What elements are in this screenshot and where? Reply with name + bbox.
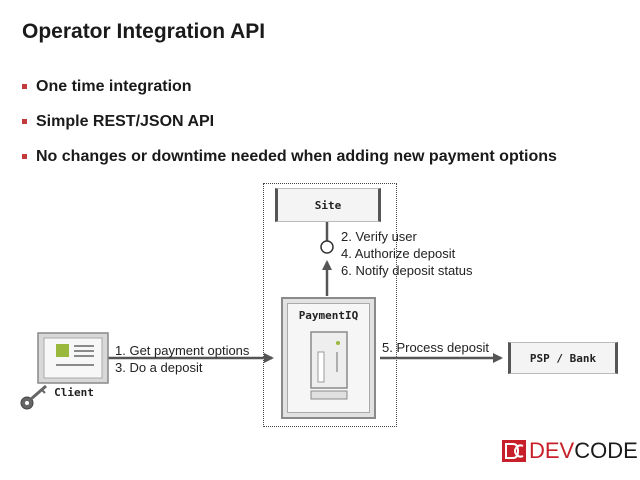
client-label: Client	[54, 386, 94, 399]
bullet-square-icon	[22, 154, 27, 159]
bullet-square-icon	[22, 119, 27, 124]
key-icon	[20, 384, 47, 410]
site-step: 2. Verify user	[341, 229, 417, 244]
feature-text: No changes or downtime needed when addin…	[36, 148, 557, 165]
logo-prefix: DEV	[529, 438, 575, 463]
feature-text: Simple REST/JSON API	[36, 113, 215, 130]
feature-list: One time integration Simple REST/JSON AP…	[22, 78, 557, 183]
devcode-logo: DEVCODE	[502, 438, 638, 464]
psp-label: PSP / Bank	[529, 351, 597, 365]
client-step: 3. Do a deposit	[115, 360, 203, 375]
client-device-icon	[37, 332, 109, 384]
operator-boundary	[263, 183, 397, 427]
site-step: 6. Notify deposit status	[341, 263, 473, 278]
feature-item: One time integration	[22, 78, 557, 96]
psp-step: 5. Process deposit	[382, 340, 489, 355]
paymentiq-label: PaymentIQ	[298, 309, 359, 322]
page-title: Operator Integration API	[22, 20, 266, 43]
interface-circle-icon	[320, 240, 334, 254]
feature-item: No changes or downtime needed when addin…	[22, 148, 557, 166]
feature-item: Simple REST/JSON API	[22, 113, 557, 131]
psp-bank-box: PSP / Bank	[508, 342, 618, 374]
client-step: 1. Get payment options	[115, 343, 250, 358]
feature-text: One time integration	[36, 78, 192, 95]
bullet-square-icon	[22, 84, 27, 89]
dc-logo-icon	[502, 440, 526, 462]
site-step: 4. Authorize deposit	[341, 246, 456, 261]
logo-suffix: CODE	[574, 438, 638, 463]
site-box: Site	[275, 188, 381, 222]
site-label: Site	[314, 198, 342, 212]
